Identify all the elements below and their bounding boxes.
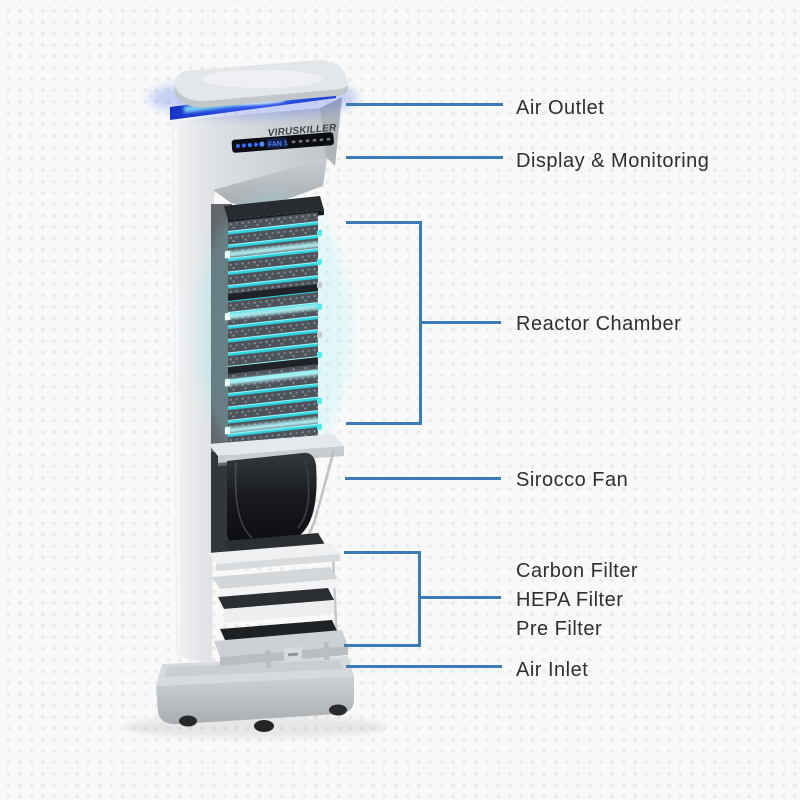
display-minor-markings	[291, 137, 331, 144]
callout-bracket-filters-vertical	[418, 551, 421, 647]
top-lid	[174, 60, 349, 108]
corner-rod	[331, 555, 339, 646]
filter-hepa-slab	[212, 567, 338, 598]
reactor-side-nubs	[317, 229, 322, 431]
base-post	[265, 649, 272, 669]
callout-line-air-inlet	[346, 665, 502, 668]
tower-left-panel	[171, 108, 327, 665]
base-graphic	[156, 656, 354, 732]
filter-pre-slab	[218, 588, 334, 623]
label-air-outlet: Air Outlet	[516, 97, 605, 119]
brand-logo: VIRUSKILLER	[267, 123, 337, 139]
interior-shadow-upper	[211, 204, 232, 554]
support-strut	[298, 449, 336, 557]
callout-line-sirocco-fan	[345, 477, 501, 480]
sirocco-fan-graphic	[227, 449, 336, 557]
filter-stack-graphic	[208, 533, 348, 669]
display-strip: FAN 1	[231, 132, 334, 153]
head-right-face	[320, 97, 342, 166]
label-pre-filter: Pre Filter	[516, 618, 603, 640]
callout-bracket-filters-top	[344, 551, 421, 554]
head-unit: VIRUSKILLER FAN 1	[231, 123, 337, 153]
head-underside-wedge	[213, 158, 327, 209]
callout-bracket-filters-mid	[418, 596, 501, 599]
uv-glow-lines	[226, 241, 320, 434]
filter-carbon-slab	[208, 533, 340, 571]
reactor-chamber-graphic	[224, 196, 324, 451]
label-display-monitoring: Display & Monitoring	[516, 150, 710, 172]
lamp-end-glints	[225, 250, 230, 435]
callout-bracket-filters-bottom	[344, 644, 421, 647]
callout-bracket-reactor-top	[346, 221, 422, 224]
label-carbon-filter: Carbon Filter	[516, 560, 639, 582]
lid-post	[220, 79, 229, 105]
air-outlet-glow	[148, 78, 358, 120]
floor-shadow	[123, 716, 387, 738]
panel-highlight	[174, 128, 181, 650]
fan-display-text: FAN 1	[268, 140, 288, 149]
label-reactor-chamber: Reactor Chamber	[516, 313, 682, 335]
lid-post	[304, 67, 313, 93]
label-hepa-filter: HEPA Filter	[516, 589, 624, 611]
indicator-icons	[235, 141, 265, 149]
label-sirocco-fan: Sirocco Fan	[516, 469, 629, 491]
callout-line-air-outlet	[346, 103, 503, 106]
interior-shadow-fan	[211, 452, 232, 556]
callout-line-display	[346, 156, 503, 159]
callout-bracket-reactor-mid	[419, 321, 501, 324]
uv-halo	[196, 192, 352, 468]
base-post	[323, 641, 330, 661]
label-air-inlet: Air Inlet	[516, 659, 589, 681]
shelf-tray	[208, 434, 344, 466]
callout-bracket-reactor-bottom	[346, 422, 422, 425]
bottom-tray	[214, 620, 348, 666]
